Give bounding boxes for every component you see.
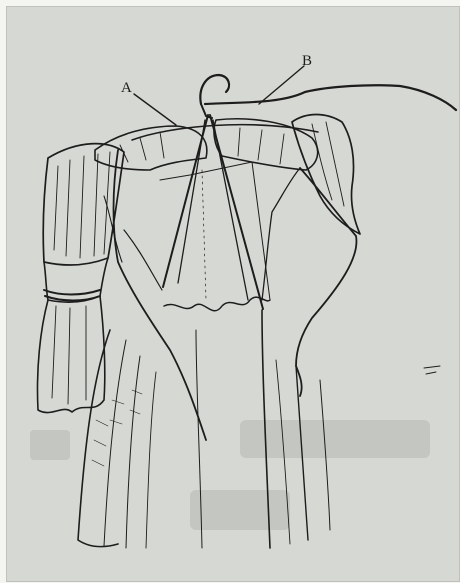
label-b: B	[302, 53, 312, 70]
pointer-a	[134, 94, 176, 125]
left-ruffle	[37, 296, 104, 413]
scalloped-waist	[164, 297, 270, 311]
small-dash-mark	[424, 366, 440, 374]
bleed-through-text	[30, 420, 430, 530]
left-shoulder	[95, 126, 207, 170]
bodice-left-panel	[114, 150, 207, 440]
label-a: A	[121, 80, 132, 97]
bodice-right-panel	[296, 168, 356, 396]
cord-b	[205, 85, 456, 110]
back-bodice	[160, 162, 270, 300]
hanger-hook	[200, 75, 229, 104]
right-shoulder	[214, 119, 318, 170]
hanger-wire-inner	[178, 120, 205, 283]
